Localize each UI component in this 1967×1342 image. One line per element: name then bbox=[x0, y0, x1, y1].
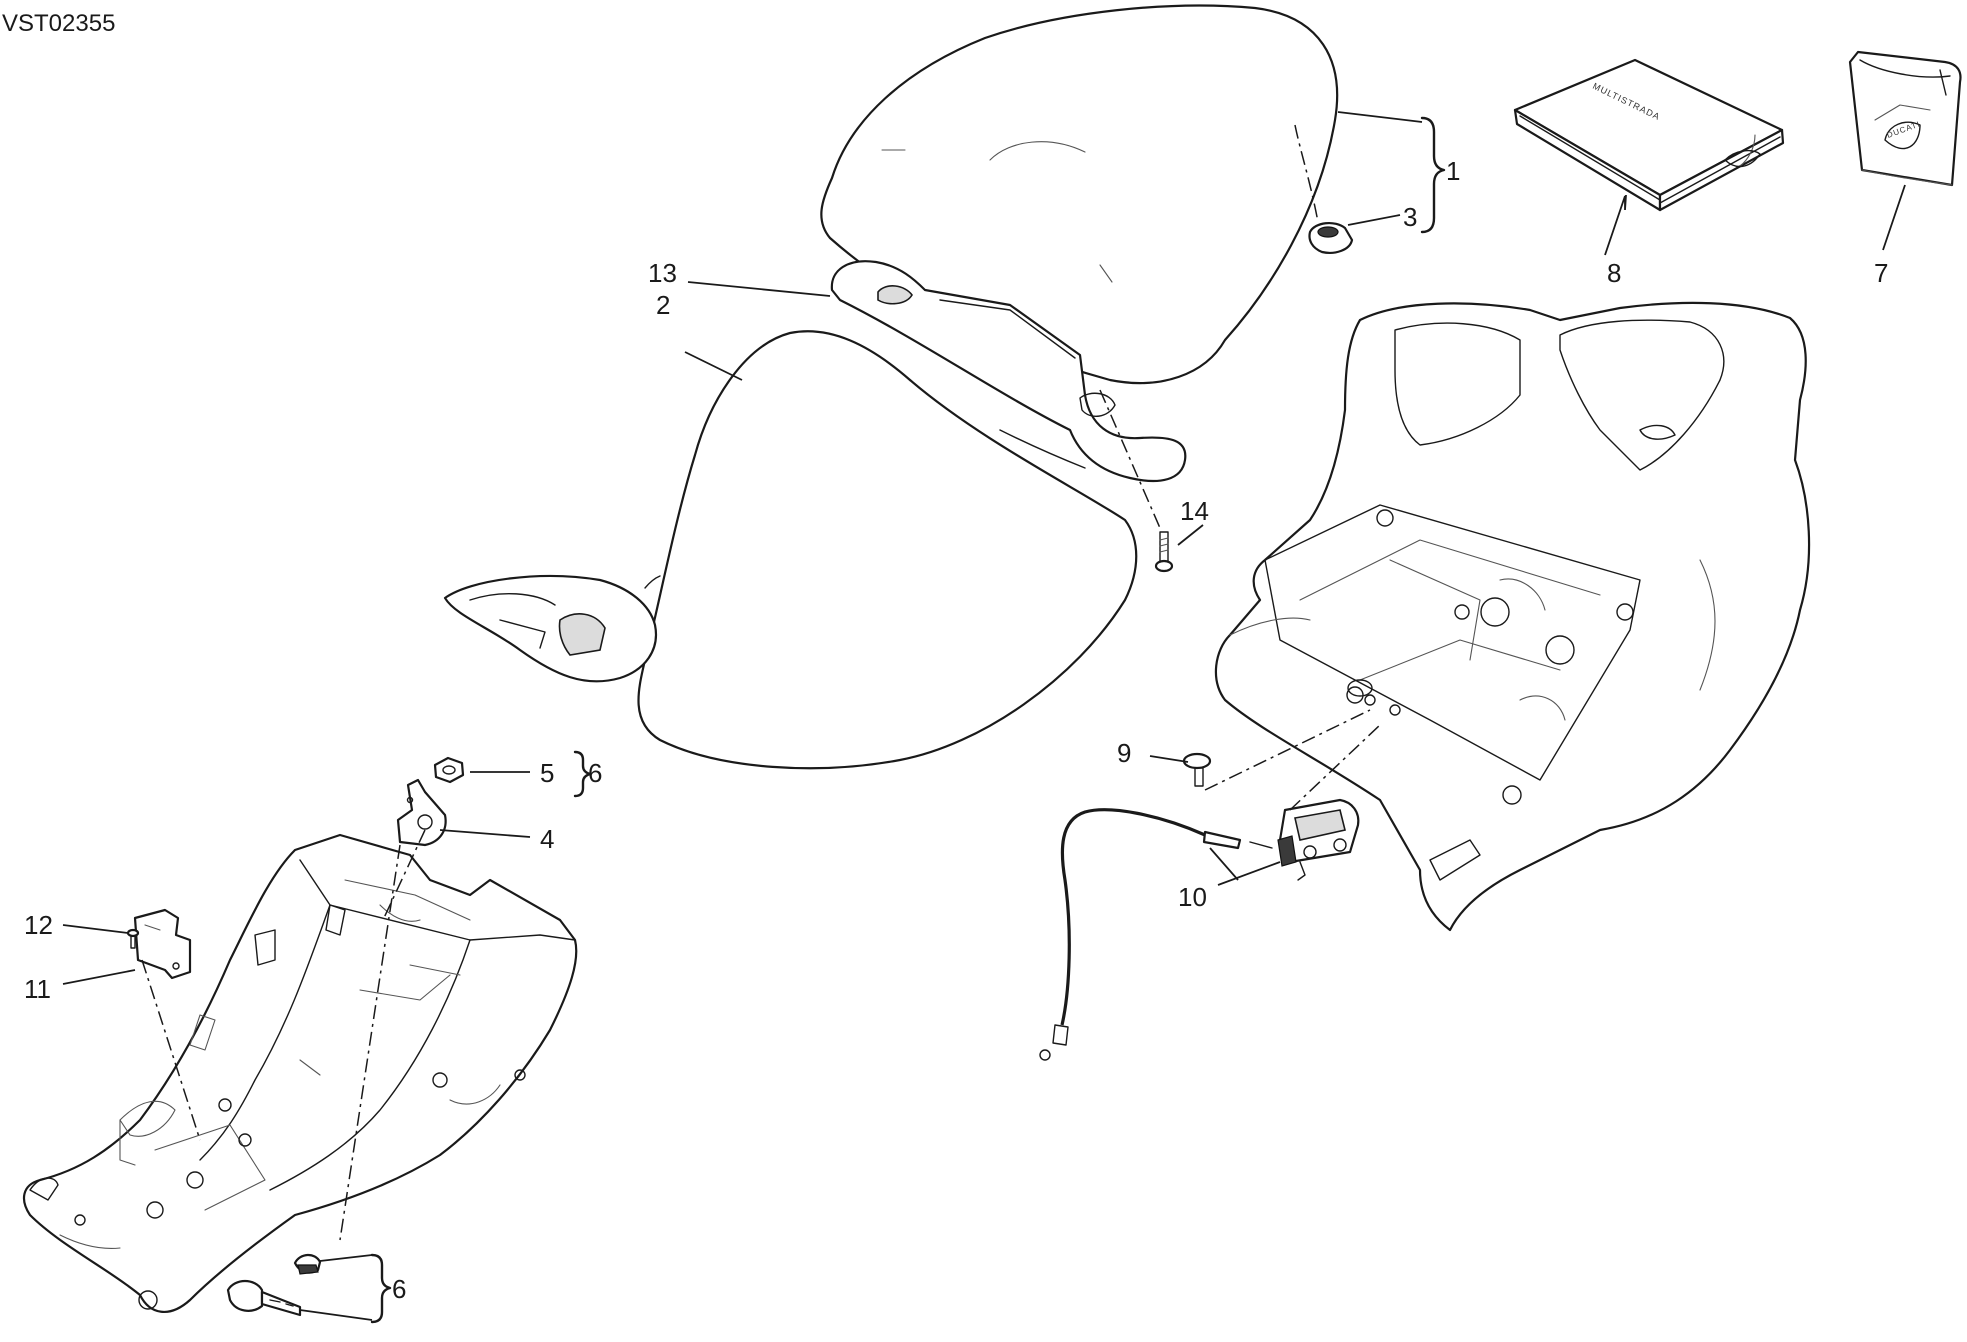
bracket-11[interactable] bbox=[133, 908, 192, 980]
owner-manual[interactable]: MULTISTRADA bbox=[1513, 58, 1785, 212]
callout-12: 12 bbox=[24, 910, 53, 940]
callout-6-lower: 6 bbox=[392, 1274, 406, 1304]
callout-7: 7 bbox=[1874, 258, 1888, 288]
callout-3: 3 bbox=[1403, 202, 1417, 232]
lock-cylinder-and-key[interactable] bbox=[226, 1253, 322, 1317]
callout-11: 11 bbox=[24, 974, 51, 1004]
rubber-buffer[interactable] bbox=[1308, 222, 1354, 254]
callout-6-upper: 6 bbox=[588, 758, 602, 788]
callout-1: 1 bbox=[1446, 156, 1460, 186]
callout-14: 14 bbox=[1180, 496, 1209, 526]
seat-lock-and-cable[interactable] bbox=[1039, 798, 1360, 1061]
seat-base-plate[interactable] bbox=[830, 260, 1187, 482]
callout-4: 4 bbox=[540, 824, 554, 854]
brace-1 bbox=[1420, 116, 1446, 234]
rear-undertray[interactable] bbox=[22, 833, 578, 1313]
assembly-lines bbox=[141, 124, 1381, 1241]
screw-14[interactable] bbox=[1154, 531, 1174, 573]
callout-8: 8 bbox=[1607, 258, 1621, 288]
brace-6-lower bbox=[370, 1253, 392, 1324]
lock-bracket-4[interactable] bbox=[396, 778, 447, 847]
rider-seat[interactable] bbox=[443, 330, 1138, 770]
callout-10: 10 bbox=[1178, 882, 1207, 912]
screw-9[interactable] bbox=[1182, 752, 1212, 787]
document-pouch[interactable]: DUCATI bbox=[1848, 50, 1962, 187]
brace-6-upper bbox=[573, 750, 592, 798]
drawing-code: VST02355 bbox=[2, 10, 115, 37]
group-braces bbox=[370, 116, 1446, 1324]
callout-2: 2 bbox=[656, 290, 670, 320]
nut-5[interactable] bbox=[433, 756, 465, 784]
rear-subframe[interactable] bbox=[1214, 301, 1811, 932]
callout-5: 5 bbox=[540, 758, 554, 788]
callout-13: 13 bbox=[648, 258, 677, 288]
callout-labels: 1 3 8 7 13 2 14 9 10 5 6 4 12 11 6 bbox=[24, 156, 1888, 1304]
leader-lines bbox=[62, 111, 1906, 1321]
callout-9: 9 bbox=[1117, 738, 1131, 768]
